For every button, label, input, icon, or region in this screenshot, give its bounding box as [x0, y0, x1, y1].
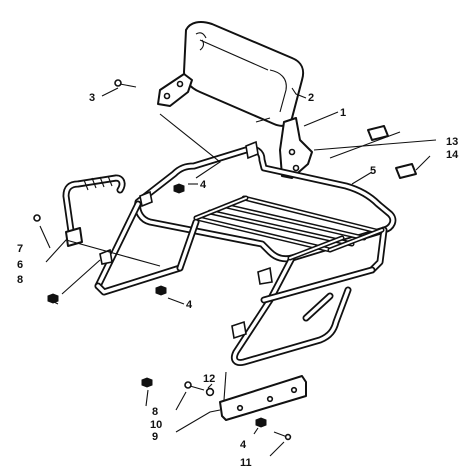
callout-labels: 3 2 1 13 14 5 4 7 6 8 4 8 10 12 9 4 11 [17, 92, 459, 469]
callout-3: 3 [89, 92, 95, 104]
callout-9: 9 [152, 431, 158, 443]
callout-5: 5 [370, 165, 376, 177]
callout-1: 1 [340, 107, 346, 119]
grab-handle [62, 174, 126, 247]
callout-4-upper: 4 [200, 179, 207, 191]
callout-8-bottom: 8 [152, 406, 158, 418]
backrest-support-bracket [279, 117, 313, 179]
leader-lines [39, 87, 437, 457]
backrest-bracket-left [157, 73, 193, 107]
backrest-pad [183, 21, 305, 127]
callout-4-lower: 4 [240, 439, 247, 451]
callout-14: 14 [446, 149, 459, 161]
callout-7: 7 [17, 243, 23, 255]
callout-13: 13 [446, 136, 458, 148]
callout-2: 2 [308, 92, 314, 104]
rack-floor-slats [193, 195, 385, 261]
callout-12: 12 [203, 373, 215, 385]
callout-10: 10 [150, 419, 162, 431]
mounting-plate [219, 375, 307, 421]
reflector-plates [367, 125, 417, 179]
callout-4-middle: 4 [186, 299, 193, 311]
callout-6: 6 [17, 259, 23, 271]
callout-8-left: 8 [17, 274, 23, 286]
callout-11: 11 [240, 457, 252, 469]
hardware [33, 79, 292, 441]
rack-frame [94, 145, 397, 366]
